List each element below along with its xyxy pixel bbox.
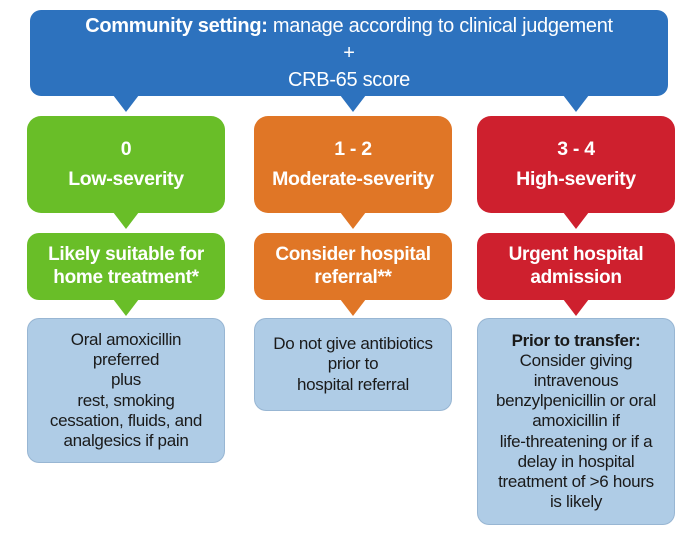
pointer-down-icon — [563, 299, 589, 316]
action-box-low: Likely suitable for home treatment* — [27, 233, 225, 300]
severity-label: Moderate-severity — [272, 167, 434, 190]
pointer-down-icon — [563, 95, 589, 112]
info-text: Do not give antibiotics prior to hospita… — [273, 334, 433, 394]
severity-box-high: 3 - 4 High-severity — [477, 116, 675, 213]
header-box: Community setting: manage according to c… — [30, 10, 668, 96]
pointer-down-icon — [340, 95, 366, 112]
header-score-line: CRB-65 score — [288, 68, 410, 91]
pointer-down-icon — [113, 299, 139, 316]
pointer-down-icon — [113, 95, 139, 112]
severity-box-moderate: 1 - 2 Moderate-severity — [254, 116, 452, 213]
severity-box-low: 0 Low-severity — [27, 116, 225, 213]
info-text: Oral amoxicillin preferred plus rest, sm… — [49, 330, 203, 450]
info-text: Consider giving intravenous benzylpenici… — [495, 351, 657, 511]
pointer-down-icon — [113, 212, 139, 229]
severity-score: 1 - 2 — [334, 138, 372, 161]
pointer-down-icon — [563, 212, 589, 229]
severity-score: 3 - 4 — [557, 138, 595, 161]
header-plus: + — [343, 41, 355, 64]
action-box-moderate: Consider hospital referral** — [254, 233, 452, 300]
info-box-low: Oral amoxicillin preferred plus rest, sm… — [27, 318, 225, 463]
action-text: Likely suitable for home treatment* — [48, 244, 204, 288]
info-box-moderate: Do not give antibiotics prior to hospita… — [254, 318, 452, 411]
info-bold-line: Prior to transfer: — [511, 331, 641, 351]
header-bold-label: Community setting: — [85, 14, 268, 37]
action-text: Urgent hospital admission — [508, 244, 644, 288]
pointer-down-icon — [340, 299, 366, 316]
severity-score: 0 — [120, 138, 132, 161]
severity-label: Low-severity — [68, 167, 184, 190]
pointer-down-icon — [340, 212, 366, 229]
header-rest-text: manage according to clinical judgement — [267, 14, 613, 37]
info-box-high: Prior to transfer: Consider giving intra… — [477, 318, 675, 525]
action-box-high: Urgent hospital admission — [477, 233, 675, 300]
severity-label: High-severity — [516, 167, 636, 190]
header-line1: Community setting: manage according to c… — [85, 13, 613, 40]
action-text: Consider hospital referral** — [275, 244, 431, 288]
